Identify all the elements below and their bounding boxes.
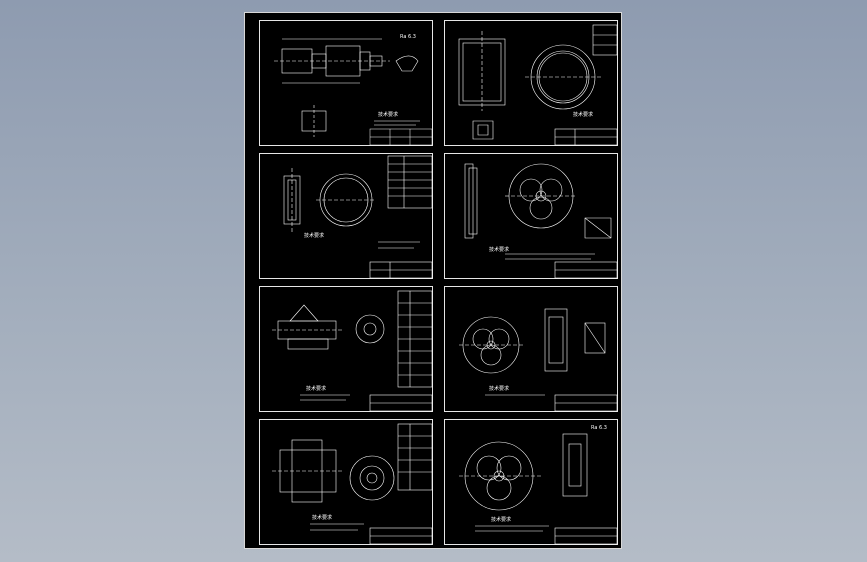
panel-trefoil-c: 技术要求 Ra 6.3 (444, 419, 618, 545)
panel-pulley: 技术要求 (259, 419, 433, 545)
roughness-mark: Ra 6.3 (591, 425, 607, 431)
trefoil-c-drawing (459, 433, 618, 545)
tech-requirements-caption: 技术要求 (304, 233, 325, 239)
panel-shaft: 技术要求 Ra 6.3 (259, 20, 433, 146)
tech-requirements-caption: 技术要求 (489, 386, 510, 392)
trefoil-b-drawing (459, 308, 618, 412)
panel-trefoil-a: 技术要求 (444, 153, 618, 279)
pulley-drawing (272, 423, 433, 545)
tech-requirements-caption: 技术要求 (491, 517, 512, 523)
ring-drawing (458, 24, 618, 146)
tech-requirements-caption: 技术要求 (573, 112, 594, 118)
shaft-drawing (274, 38, 419, 137)
roughness-mark: Ra 6.3 (400, 34, 416, 40)
title-block (369, 120, 433, 146)
bushing-drawing (283, 155, 433, 279)
panel-gear-hub: 技术要求 (259, 286, 433, 412)
tech-requirements-caption: 技术要求 (306, 386, 327, 392)
panel-bushing: 技术要求 (259, 153, 433, 279)
gear-hub-drawing (272, 290, 433, 412)
panel-ring: 技术要求 (444, 20, 618, 146)
trefoil-drawing (464, 163, 618, 279)
tech-requirements-caption: 技术要求 (489, 247, 510, 253)
panel-trefoil-b: 技术要求 (444, 286, 618, 412)
tech-requirements-caption: 技术要求 (312, 515, 333, 521)
tech-requirements-caption: 技术要求 (378, 112, 399, 118)
drawing-sheet: 技术要求 Ra 6.3 技术要求 (244, 12, 622, 549)
